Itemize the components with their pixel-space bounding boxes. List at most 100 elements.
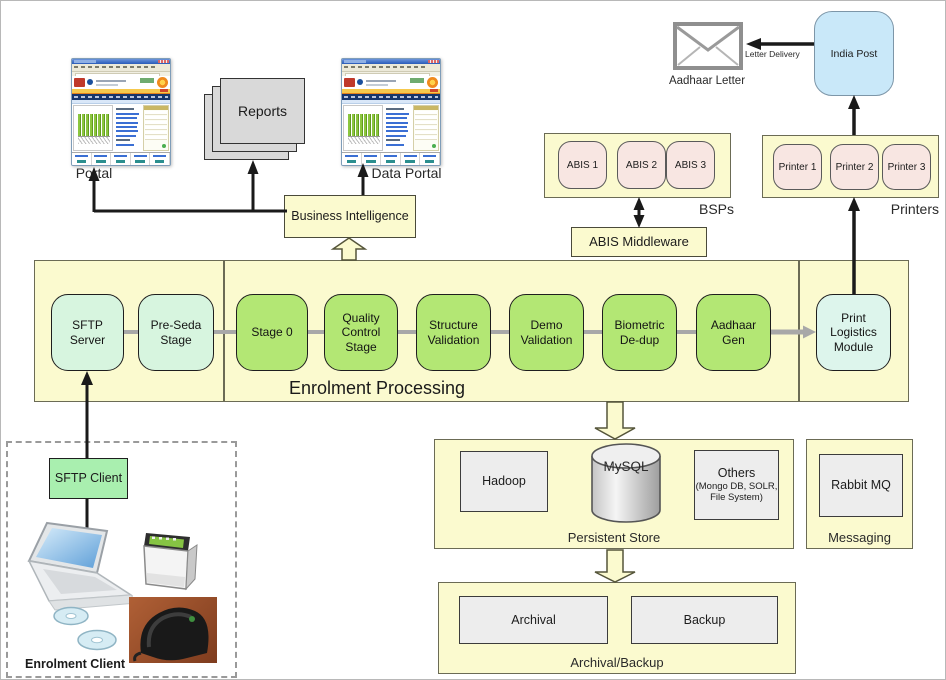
site-header xyxy=(342,76,440,89)
stats-row xyxy=(342,152,440,165)
header-counter xyxy=(410,78,424,83)
quality-control-stage-box: Quality Control Stage xyxy=(324,294,398,371)
page-content xyxy=(72,104,170,152)
site-header xyxy=(72,76,170,89)
abis3-box: ABIS 3 xyxy=(666,141,715,189)
sunburst-logo-icon xyxy=(157,77,168,88)
bsps-label: BSPs xyxy=(698,201,734,217)
backup-box: Backup xyxy=(631,596,778,644)
stage-connector xyxy=(124,330,138,334)
stage-connector xyxy=(308,330,324,334)
stage0-label: Stage 0 xyxy=(251,325,293,340)
printer2-box: Printer 2 xyxy=(830,144,879,190)
abis1-box: ABIS 1 xyxy=(558,141,607,189)
others-box: Others (Mongo DB, SOLR, File System) xyxy=(694,450,779,520)
demo-validation-box: Demo Validation xyxy=(509,294,584,371)
abis-middleware-box: ABIS Middleware xyxy=(571,227,707,257)
abis3-label: ABIS 3 xyxy=(674,159,707,171)
archival-box: Archival xyxy=(459,596,608,644)
stats-row xyxy=(72,152,170,165)
envelope-icon xyxy=(673,22,743,70)
mini-bar-chart xyxy=(73,105,114,151)
enrolment-processing-title: Enrolment Processing xyxy=(288,378,466,398)
aadhaar-gen-label: Aadhaar Gen xyxy=(710,318,757,347)
stage-connector xyxy=(677,330,696,334)
uidai-logo-icon xyxy=(344,78,355,87)
sftp-server-box: SFTP Server xyxy=(51,294,124,371)
stage-connector xyxy=(214,330,236,334)
sftp-server-label: SFTP Server xyxy=(69,318,106,347)
backup-label: Backup xyxy=(683,612,726,627)
pre-seda-stage-box: Pre-Seda Stage xyxy=(138,294,214,371)
band-divider-right xyxy=(798,260,800,402)
browser-toolbar xyxy=(342,64,440,72)
abis1-label: ABIS 1 xyxy=(566,159,599,171)
portal-screenshot xyxy=(71,58,171,166)
printers-label: Printers xyxy=(890,201,939,217)
pre-seda-stage-label: Pre-Seda Stage xyxy=(150,318,202,347)
printer3-label: Printer 3 xyxy=(887,161,926,173)
side-panel xyxy=(413,105,439,151)
rabbitmq-label: Rabbit MQ xyxy=(831,478,891,493)
header-counter xyxy=(140,78,154,83)
rabbitmq-box: Rabbit MQ xyxy=(819,454,903,517)
biometric-dedup-label: Biometric De-dup xyxy=(614,318,665,347)
enrolment-client-label: Enrolment Client xyxy=(25,657,126,671)
sftp-client-box: SFTP Client xyxy=(49,458,128,499)
mini-bar-chart xyxy=(343,105,384,151)
header-band xyxy=(72,89,170,94)
sftp-client-label: SFTP Client xyxy=(54,471,123,485)
browser-toolbar xyxy=(72,64,170,72)
portal-label: Portal xyxy=(75,165,113,181)
uidai-logo-icon xyxy=(74,78,85,87)
nav-bar xyxy=(72,94,170,100)
others-detail-label: (Mongo DB, SOLR, File System) xyxy=(695,481,778,504)
aadhaar-letter-label: Aadhaar Letter xyxy=(668,75,746,87)
messaging-label: Messaging xyxy=(828,530,891,545)
nav-bar xyxy=(342,94,440,100)
printer3-box: Printer 3 xyxy=(882,144,931,190)
print-logistics-module-label: Print Logistics Module xyxy=(830,311,877,354)
india-post-label: India Post xyxy=(830,47,878,60)
archival-label: Archival xyxy=(511,612,556,627)
laptop-image xyxy=(27,521,138,611)
print-logistics-module-box: Print Logistics Module xyxy=(816,294,891,371)
stage-connector xyxy=(584,330,602,334)
archival-backup-label: Archival/Backup xyxy=(570,655,664,670)
mysql-label: MySQL xyxy=(603,459,649,474)
window-buttons-icon xyxy=(428,60,439,63)
page-content xyxy=(342,104,440,152)
stage-connector xyxy=(398,330,416,334)
stage0-box: Stage 0 xyxy=(236,294,308,371)
business-intelligence-label: Business Intelligence xyxy=(291,209,409,223)
reports-page-front: Reports xyxy=(220,78,305,144)
quality-control-stage-label: Quality Control Stage xyxy=(341,311,381,354)
data-portal-label: Data Portal xyxy=(371,165,442,181)
abis2-label: ABIS 2 xyxy=(625,159,658,171)
india-post-box: India Post xyxy=(814,11,894,96)
side-panel xyxy=(143,105,169,151)
letter-delivery-label: Letter Delivery xyxy=(745,49,800,59)
emblem-icon xyxy=(357,79,363,85)
printer1-box: Printer 1 xyxy=(773,144,822,190)
structure-validation-label: Structure Validation xyxy=(427,318,480,347)
stage-connector xyxy=(491,330,509,334)
business-intelligence-box: Business Intelligence xyxy=(284,195,416,238)
emblem-icon xyxy=(87,79,93,85)
persistent-store-label: Persistent Store xyxy=(567,530,661,545)
links-panel xyxy=(114,105,142,151)
mysql-database-icon xyxy=(591,443,661,523)
hadoop-box: Hadoop xyxy=(460,451,548,512)
aadhaar-gen-box: Aadhaar Gen xyxy=(696,294,771,371)
sunburst-logo-icon xyxy=(427,77,438,88)
window-buttons-icon xyxy=(158,60,169,63)
abis2-box: ABIS 2 xyxy=(617,141,666,189)
printer1-label: Printer 1 xyxy=(778,161,817,173)
links-panel xyxy=(384,105,412,151)
data-portal-screenshot xyxy=(341,58,441,166)
others-label: Others xyxy=(717,465,756,480)
header-band xyxy=(342,89,440,94)
abis-middleware-label: ABIS Middleware xyxy=(589,234,689,250)
enrolment-client-container xyxy=(6,441,237,678)
structure-validation-box: Structure Validation xyxy=(416,294,491,371)
